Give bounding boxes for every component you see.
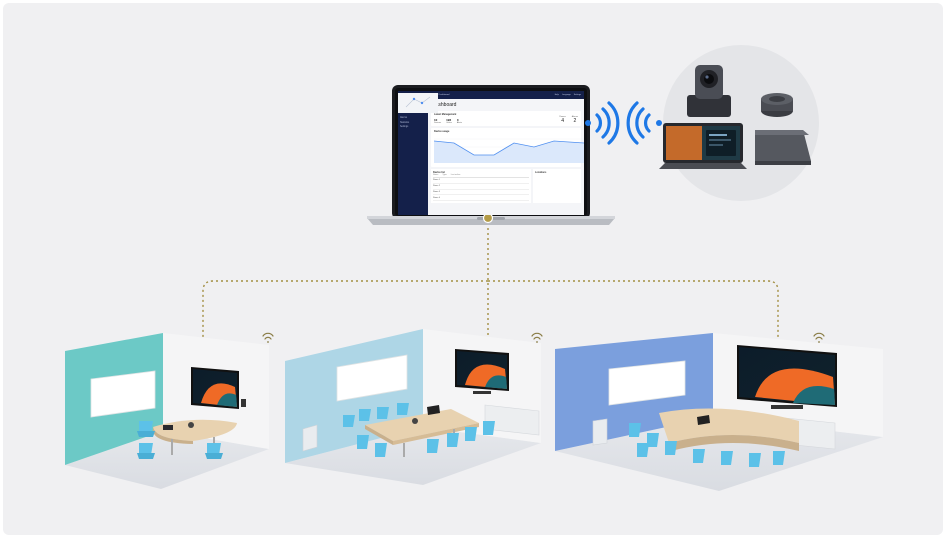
ptz-camera-icon	[687, 65, 731, 117]
wifi-icon	[262, 332, 274, 343]
summary-title: Latest Management	[434, 113, 457, 116]
nav-item-statistics[interactable]: Statistics	[400, 121, 410, 124]
nav-item-alarms[interactable]: Alarms	[400, 117, 408, 120]
table-row[interactable]: Room 3	[433, 190, 529, 196]
bottom-panels: Device list Name Type Last online Room 1…	[398, 93, 581, 204]
speakerphone-icon	[761, 93, 793, 117]
device-bundle	[659, 45, 819, 201]
nav-item-rooms[interactable]: Rooms	[400, 112, 408, 115]
trend-graph	[434, 133, 584, 165]
table-row[interactable]: Room 1	[433, 178, 529, 184]
table-row[interactable]: Room 4	[433, 195, 529, 202]
small-meeting-room	[65, 332, 274, 489]
trend-title: Device usage	[434, 130, 450, 133]
touch-panel-icon	[659, 123, 747, 169]
trend-panel: Device usage	[431, 128, 584, 167]
wifi-icon	[531, 332, 543, 343]
map-title: Locations	[535, 171, 547, 174]
scene	[65, 45, 883, 491]
chairs	[343, 403, 495, 457]
column-header: Name	[433, 174, 439, 176]
wifi-icon	[813, 332, 825, 343]
table-row[interactable]: Room 2	[433, 184, 529, 190]
medium-meeting-room	[285, 329, 543, 485]
nav-item-settings[interactable]: Settings	[400, 126, 409, 129]
help-button[interactable]: Help	[554, 94, 559, 96]
settings-button[interactable]: Settings	[573, 94, 581, 96]
wifi-signal-icon	[585, 101, 662, 145]
connector-right	[488, 280, 779, 348]
dashboard-main: Home / Dashboard Help Language Settings …	[398, 91, 584, 215]
chairs	[629, 423, 785, 467]
breadcrumb: Home / Dashboard	[431, 94, 450, 96]
dashboard-topbar: Home / Dashboard Help Language Settings	[428, 91, 584, 99]
table-title: Device list	[433, 171, 445, 174]
column-header: Type	[442, 174, 447, 176]
device-table: Device list Name Type Last online Room 1…	[431, 169, 531, 204]
large-meeting-room	[555, 332, 883, 491]
illustration-canvas: MAXHUB Pivot Dashboard Devices Rooms Ala…	[3, 3, 943, 535]
laptop-screen: MAXHUB Pivot Dashboard Devices Rooms Ala…	[398, 91, 584, 215]
column-header: Last online	[450, 174, 461, 176]
connector-left	[202, 280, 488, 363]
language-button[interactable]: Language	[561, 94, 571, 96]
page-title: Dashboard	[432, 102, 457, 108]
compute-box-icon	[755, 130, 811, 165]
connection-lines	[202, 218, 779, 363]
chairs	[137, 421, 223, 459]
map-panel: Locations	[398, 93, 581, 204]
